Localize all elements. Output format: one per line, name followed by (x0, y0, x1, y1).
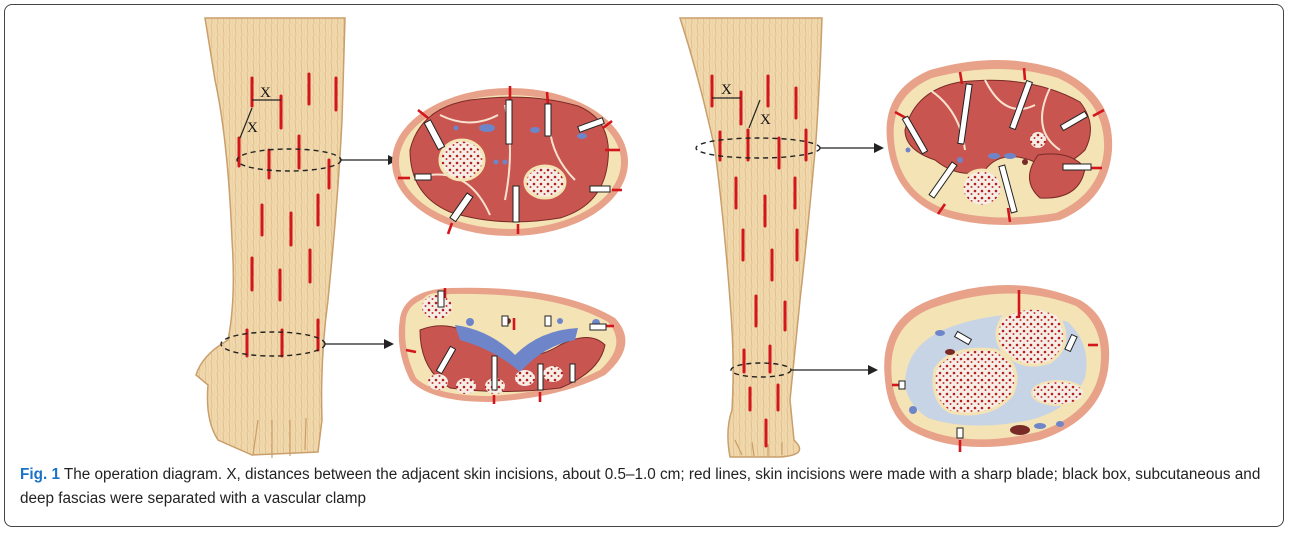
leg-x-label-diagonal: X (760, 112, 771, 128)
caption-text: The operation diagram. X, distances betw… (20, 466, 1260, 507)
arm-x-label-horizontal: X (260, 85, 271, 101)
arm-cross-section-wrist (399, 288, 626, 404)
leg-x-label-horizontal: X (721, 82, 732, 98)
arm-arrowhead-2 (384, 339, 394, 349)
arm-x-label-diagonal: X (247, 120, 258, 136)
caption-label: Fig. 1 (20, 466, 60, 483)
arm-cross-section-forearm (392, 86, 628, 236)
arm-illustration (196, 18, 345, 458)
figure-caption: Fig. 1 The operation diagram. X, distanc… (20, 463, 1270, 511)
leg-arrowhead-1 (874, 143, 884, 153)
leg-arrowhead-2 (868, 365, 878, 375)
leg-cross-section-calf (887, 60, 1113, 225)
leg-cross-section-ankle (884, 285, 1109, 452)
